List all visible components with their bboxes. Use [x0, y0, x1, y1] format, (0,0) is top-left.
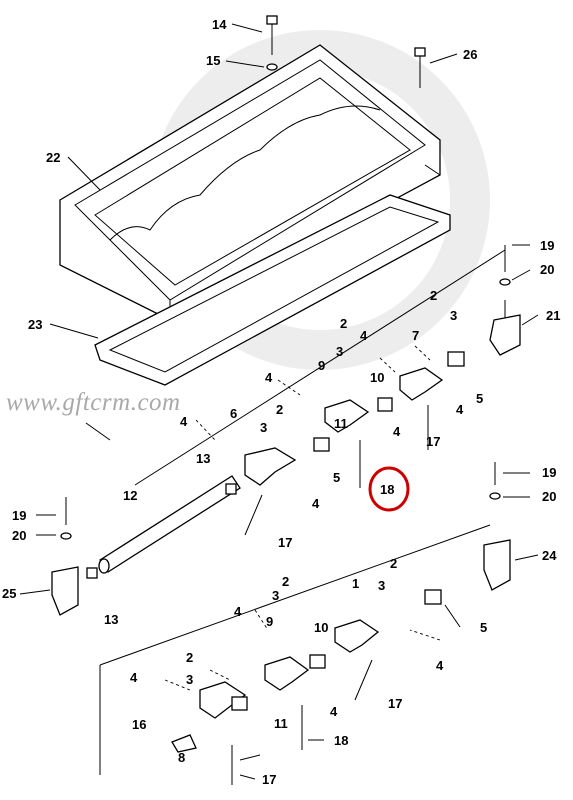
- callout-8: 8: [178, 750, 185, 765]
- callout-2: 2: [340, 316, 347, 331]
- callout-labels: 14 15 26 22 19 20 21 23 2 3 7 2 4 3 9 10…: [2, 17, 560, 787]
- callout-11: 11: [274, 716, 288, 731]
- callout-17: 17: [278, 535, 292, 550]
- callout-4: 4: [312, 496, 320, 511]
- callout-14: 14: [212, 17, 227, 32]
- callout-17: 17: [388, 696, 402, 711]
- callout-3: 3: [272, 588, 279, 603]
- callout-19: 19: [540, 238, 554, 253]
- callout-20: 20: [542, 489, 556, 504]
- pedestal-screws: [60, 245, 511, 540]
- valve-cover: [59, 44, 441, 321]
- callout-4: 4: [130, 670, 138, 685]
- callout-4: 4: [393, 424, 401, 439]
- callout-20: 20: [540, 262, 554, 277]
- capscrew-14: [266, 15, 278, 71]
- callout-5: 5: [476, 391, 483, 406]
- callout-7: 7: [412, 328, 419, 343]
- callout-2: 2: [390, 556, 397, 571]
- callout-9: 9: [266, 614, 273, 629]
- callout-26: 26: [463, 47, 477, 62]
- pushrods-lower: [231, 659, 373, 785]
- callout-2: 2: [430, 288, 437, 303]
- callout-1: 1: [352, 576, 359, 591]
- leader-lines: [19, 23, 539, 780]
- callout-25: 25: [2, 586, 16, 601]
- watermark-text: www.gftcrm.com: [6, 389, 181, 416]
- callout-4: 4: [436, 658, 444, 673]
- lower-assembly-line: [99, 524, 491, 775]
- callout-23: 23: [28, 317, 42, 332]
- callout-3: 3: [378, 578, 385, 593]
- callout-18: 18: [334, 733, 348, 748]
- callout-11: 11: [334, 416, 348, 431]
- callout-5: 5: [333, 470, 340, 485]
- highlight-circle: [368, 466, 410, 512]
- bushings-upper: [225, 351, 465, 495]
- callout-24: 24: [542, 548, 557, 563]
- callout-10: 10: [370, 370, 384, 385]
- callout-5: 5: [480, 620, 487, 635]
- callout-4: 4: [330, 704, 338, 719]
- rocker-pedestal-25: [51, 566, 79, 616]
- callout-15: 15: [206, 53, 220, 68]
- rocker-pedestal-21: [489, 314, 521, 356]
- callout-3: 3: [450, 308, 457, 323]
- dashed-leaders: [164, 345, 441, 691]
- callout-13: 13: [104, 612, 118, 627]
- callout-12: 12: [123, 488, 137, 503]
- callout-3: 3: [186, 672, 193, 687]
- callout-4: 4: [456, 402, 464, 417]
- bushings-lower: [86, 567, 442, 711]
- callout-19: 19: [542, 465, 556, 480]
- callout-4: 4: [234, 604, 242, 619]
- callout-19: 19: [12, 508, 26, 523]
- pushrods-upper: [244, 405, 429, 536]
- rocker-levers-lower: [171, 619, 380, 753]
- callout-6: 6: [230, 406, 237, 421]
- callout-17: 17: [262, 772, 276, 787]
- valve-cover-gasket: [94, 194, 451, 386]
- upper-assembly-line: [134, 249, 506, 486]
- capscrew-26: [414, 47, 426, 88]
- rocker-levers-upper: [244, 367, 444, 486]
- callout-16: 16: [132, 717, 146, 732]
- callout-4: 4: [265, 370, 273, 385]
- callout-3: 3: [260, 420, 267, 435]
- callout-2: 2: [186, 650, 193, 665]
- callout-9: 9: [318, 358, 325, 373]
- callout-20: 20: [12, 528, 26, 543]
- rocker-shaft: [98, 475, 241, 574]
- callout-2: 2: [282, 574, 289, 589]
- callout-17: 17: [426, 434, 440, 449]
- callout-22: 22: [46, 150, 60, 165]
- callout-21: 21: [546, 308, 560, 323]
- callout-3: 3: [336, 344, 343, 359]
- callout-10: 10: [314, 620, 328, 635]
- callout-13: 13: [196, 451, 210, 466]
- callout-4: 4: [360, 328, 368, 343]
- callout-4: 4: [180, 414, 188, 429]
- rocker-pedestal-24: [483, 539, 511, 591]
- callout-18: 18: [380, 482, 394, 497]
- callout-2: 2: [276, 402, 283, 417]
